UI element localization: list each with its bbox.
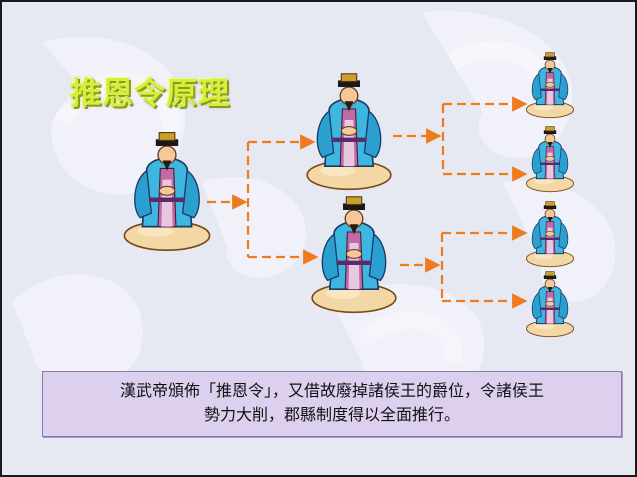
heir-figure-1 <box>525 52 575 119</box>
branch-arrows-level-2-upper <box>393 96 528 182</box>
prince-figure-upper <box>306 72 392 191</box>
branch-arrows-level-1 <box>207 134 319 265</box>
heir-figure-3 <box>525 201 575 268</box>
heir-figure-2 <box>525 126 575 193</box>
caption-line-2: 勢力大削，郡縣制度得以全面推行。 <box>203 405 460 424</box>
diagram-title: 推恩令原理 <box>70 76 230 112</box>
caption-line-1: 漢武帝頒佈「推恩令」，又借故廢掉諸侯王的爵位，令諸侯王 <box>119 381 544 400</box>
emperor-figure <box>123 131 211 252</box>
heir-figure-4 <box>525 271 575 338</box>
caption-box: 漢武帝頒佈「推恩令」，又借故廢掉諸侯王的爵位，令諸侯王 勢力大削，郡縣制度得以全… <box>42 371 622 437</box>
branch-arrows-level-2-lower <box>400 225 528 309</box>
prince-figure-lower <box>311 195 397 314</box>
